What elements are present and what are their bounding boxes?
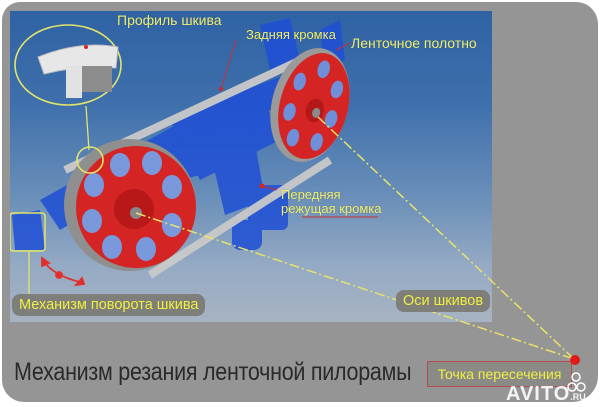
label-intersection-point: Точка пересечения	[427, 361, 572, 387]
rear-pulley	[270, 48, 350, 162]
label-pulley-axes: Оси шкивов	[396, 290, 491, 312]
pulley-axis-lines	[135, 116, 575, 360]
label-pulley-profile: Профиль шкива	[117, 12, 222, 28]
avito-watermark: AVITO.RU	[506, 383, 586, 406]
profile-callout-ellipse	[14, 24, 122, 106]
rotation-mechanism-box	[10, 212, 46, 252]
label-pulley-rotation: Механизм поворота шкива	[12, 294, 206, 316]
label-back-edge: Задняя кромка	[246, 27, 336, 42]
label-band-blade: Ленточное полотно	[351, 35, 477, 51]
front-pulley	[64, 139, 196, 271]
pulley-profile-shape	[37, 44, 119, 98]
watermark-brand: AVITO	[506, 383, 571, 405]
watermark-suffix: .RU	[570, 392, 586, 402]
diagram-title: Механизм резания ленточной пилорамы	[14, 358, 412, 386]
label-front-edge-line1: Передняя	[281, 187, 341, 202]
rotation-arrow	[41, 256, 86, 287]
intersection-dot	[570, 355, 580, 365]
profile-source-circle	[76, 146, 104, 174]
label-front-edge-line2: режущая кромка	[281, 201, 382, 216]
avito-logo-icon	[567, 372, 586, 392]
